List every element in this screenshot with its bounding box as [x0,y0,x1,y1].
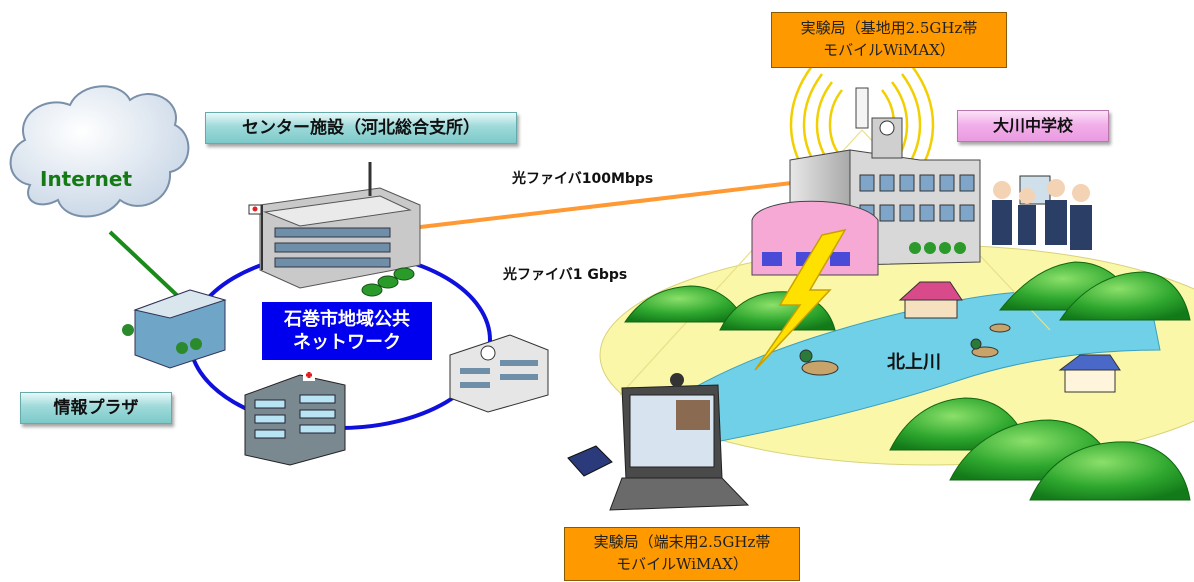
network-line2: ネットワーク [293,332,401,353]
plaza-label: 情報プラザ [20,392,172,424]
experiment-terminal-label: 実験局（端末用2.5GHz帯 モバイルWiMAX） [564,527,800,581]
house-2 [1058,354,1121,393]
fiber-1gbps-label: 光ファイバ1 Gbps [503,267,628,283]
internet-link [108,230,184,302]
experiment-base-line1: 実験局（基地用2.5GHz帯 [800,19,978,37]
school-label: 大川中学校 [957,110,1109,142]
river [689,290,1161,446]
experiment-terminal-line2: モバイルWiMAX） [616,555,748,573]
experiment-base-line2: モバイルWiMAX） [823,41,955,59]
house-1 [898,281,963,319]
students-figure [992,175,1092,250]
plaza-building [122,289,227,369]
experiment-base-label: 実験局（基地用2.5GHz帯 モバイルWiMAX） [771,12,1007,68]
hospital-building [244,369,346,466]
center-facility-label: センター施設（河北総合支所） [205,112,517,144]
network-line1: 石巻市地域公共 [284,309,410,330]
ducks [799,323,1011,376]
fiber-100mbps-label: 光ファイバ100Mbps [512,171,654,187]
wireless-bolt [754,228,847,371]
fiber-100mbps-line [411,180,801,230]
center-building [248,162,421,297]
school-building-small [449,334,549,413]
experiment-terminal-line1: 実験局（端末用2.5GHz帯 [593,533,771,551]
okawa-school [751,65,981,276]
network-label: 石巻市地域公共 ネットワーク [262,302,432,360]
laptop [609,373,750,511]
river-label: 北上川 [887,352,941,373]
internet-cloud [9,85,190,218]
internet-label: Internet [40,167,133,191]
wimax-card [567,445,613,477]
